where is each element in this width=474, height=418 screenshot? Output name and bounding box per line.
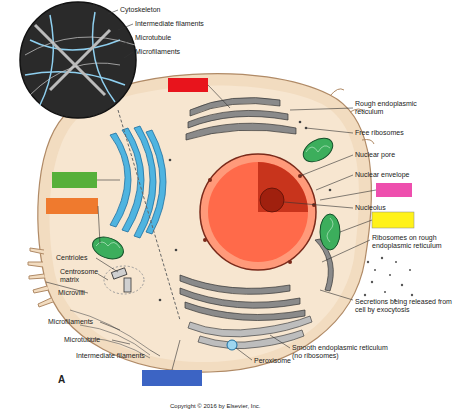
part-label: Rough endoplasmic reticulum bbox=[355, 100, 435, 116]
cytoskeleton-fibers bbox=[70, 310, 150, 358]
mitochondrion-cristae bbox=[96, 146, 333, 248]
answer-box bbox=[142, 370, 202, 386]
part-label: Centrioles bbox=[56, 254, 116, 262]
inset-microtubules bbox=[35, 25, 110, 95]
part-label: Microvilli bbox=[58, 289, 118, 297]
rough-er bbox=[180, 98, 333, 321]
peroxisome bbox=[227, 340, 237, 350]
copyright-note: Copyright © 2016 by Elsevier, Inc. bbox=[170, 403, 370, 410]
part-label: Ribosomes on rough endoplasmic reticulum bbox=[372, 234, 450, 250]
microvilli bbox=[28, 248, 53, 307]
part-label: Smooth endoplasmic reticulum (no ribosom… bbox=[292, 344, 392, 360]
smooth-er bbox=[188, 316, 312, 349]
inset-microfilaments bbox=[25, 37, 135, 95]
part-label: Intermediate filaments bbox=[135, 20, 225, 28]
answer-box bbox=[372, 212, 414, 228]
centrosome-matrix bbox=[104, 266, 144, 294]
answer-box bbox=[168, 78, 208, 92]
nuclear-pore bbox=[203, 174, 316, 264]
leader-line bbox=[46, 10, 376, 370]
nucleus-cutaway bbox=[258, 162, 308, 212]
figure-letter: A bbox=[58, 374, 78, 385]
inset-filaments bbox=[25, 12, 125, 105]
answer-box bbox=[376, 183, 412, 197]
part-label: Microtubule bbox=[64, 336, 124, 344]
part-label: Intermediate filaments bbox=[76, 352, 166, 360]
nucleolus bbox=[260, 188, 284, 212]
part-label: Free ribosomes bbox=[355, 129, 435, 137]
part-label: Centrosome matrix bbox=[60, 268, 100, 284]
free-ribosome bbox=[159, 121, 332, 302]
secretion-particles bbox=[364, 257, 413, 301]
golgi-apparatus bbox=[110, 126, 166, 238]
part-label: Nuclear envelope bbox=[355, 171, 435, 179]
answer-box bbox=[46, 198, 98, 214]
part-label: Microtubule bbox=[135, 34, 215, 42]
part-label: Nucleolus bbox=[355, 204, 435, 212]
part-label: Microfilaments bbox=[48, 318, 108, 326]
part-label: Nuclear pore bbox=[355, 151, 435, 159]
part-label: Microfilaments bbox=[135, 48, 215, 56]
cell-membrane bbox=[38, 74, 372, 372]
cytoplasm bbox=[50, 86, 359, 363]
part-label: Secretions being released from cell by e… bbox=[355, 298, 455, 314]
inset-guide bbox=[118, 110, 180, 320]
nuclear-envelope bbox=[200, 154, 316, 270]
part-label: Peroxisome bbox=[254, 357, 314, 365]
centriole bbox=[111, 268, 131, 292]
mitochondrion bbox=[90, 133, 340, 263]
part-label: Cytoskeleton bbox=[120, 6, 200, 14]
cytoskeleton-inset bbox=[20, 2, 136, 118]
answer-box bbox=[52, 172, 97, 188]
nucleoplasm bbox=[208, 162, 308, 262]
